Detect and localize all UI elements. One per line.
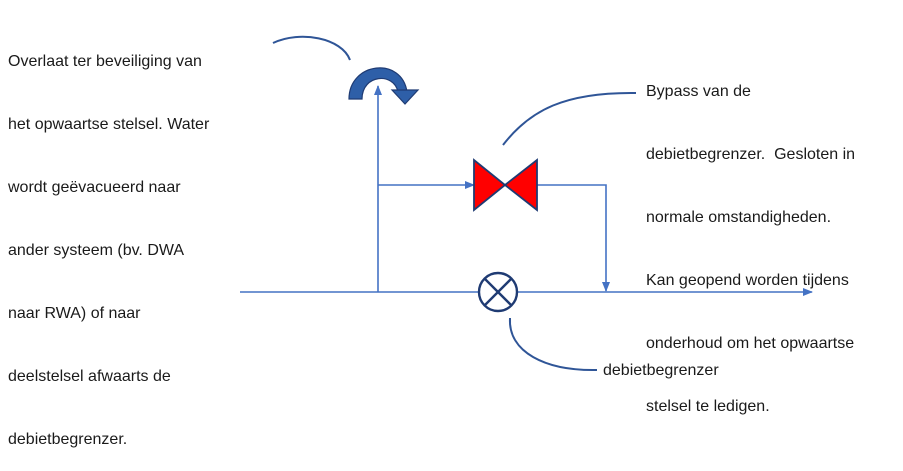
overflow-annotation: Overlaat ter beveiliging van het opwaart… xyxy=(8,9,209,471)
overflow-annotation-line: wordt geëvacueerd naar xyxy=(8,179,181,196)
overflow-annotation-line: naar RWA) of naar xyxy=(8,305,141,322)
bypass-annotation: Bypass van de debietbegrenzer. Gesloten … xyxy=(646,39,855,438)
bypass-outlet-line xyxy=(537,184,610,292)
gate-valve-icon xyxy=(473,158,538,212)
overflow-annotation-line: debietbegrenzer. xyxy=(8,431,128,448)
bypass-leader-line xyxy=(502,91,637,146)
overflow-annotation-line: het opwaartse stelsel. Water xyxy=(8,116,210,133)
bypass-annotation-line: normale omstandigheden. xyxy=(646,209,832,226)
curved-arrow-icon xyxy=(348,67,420,105)
overflow-annotation-line: ander systeem (bv. DWA xyxy=(8,242,185,259)
bypass-annotation-line: Kan geopend worden tijdens xyxy=(646,272,849,289)
bypass-annotation-line: debietbegrenzer. Gesloten in xyxy=(646,146,856,163)
flow-limiter-leader-line xyxy=(508,317,598,372)
overflow-annotation-line: Overlaat ter beveiliging van xyxy=(8,53,202,70)
overflow-annotation-line: deelstelsel afwaarts de xyxy=(8,368,171,385)
bypass-annotation-line: stelsel te ledigen. xyxy=(646,398,770,415)
bypass-annotation-line: Bypass van de xyxy=(646,83,751,100)
bypass-annotation-line: onderhoud om het opwaartse xyxy=(646,335,855,352)
diagram-canvas xyxy=(240,35,813,372)
circle-cross-icon xyxy=(477,271,519,313)
overflow-leader-line xyxy=(272,35,351,61)
flow-limiter-label: debietbegrenzer xyxy=(603,362,719,379)
